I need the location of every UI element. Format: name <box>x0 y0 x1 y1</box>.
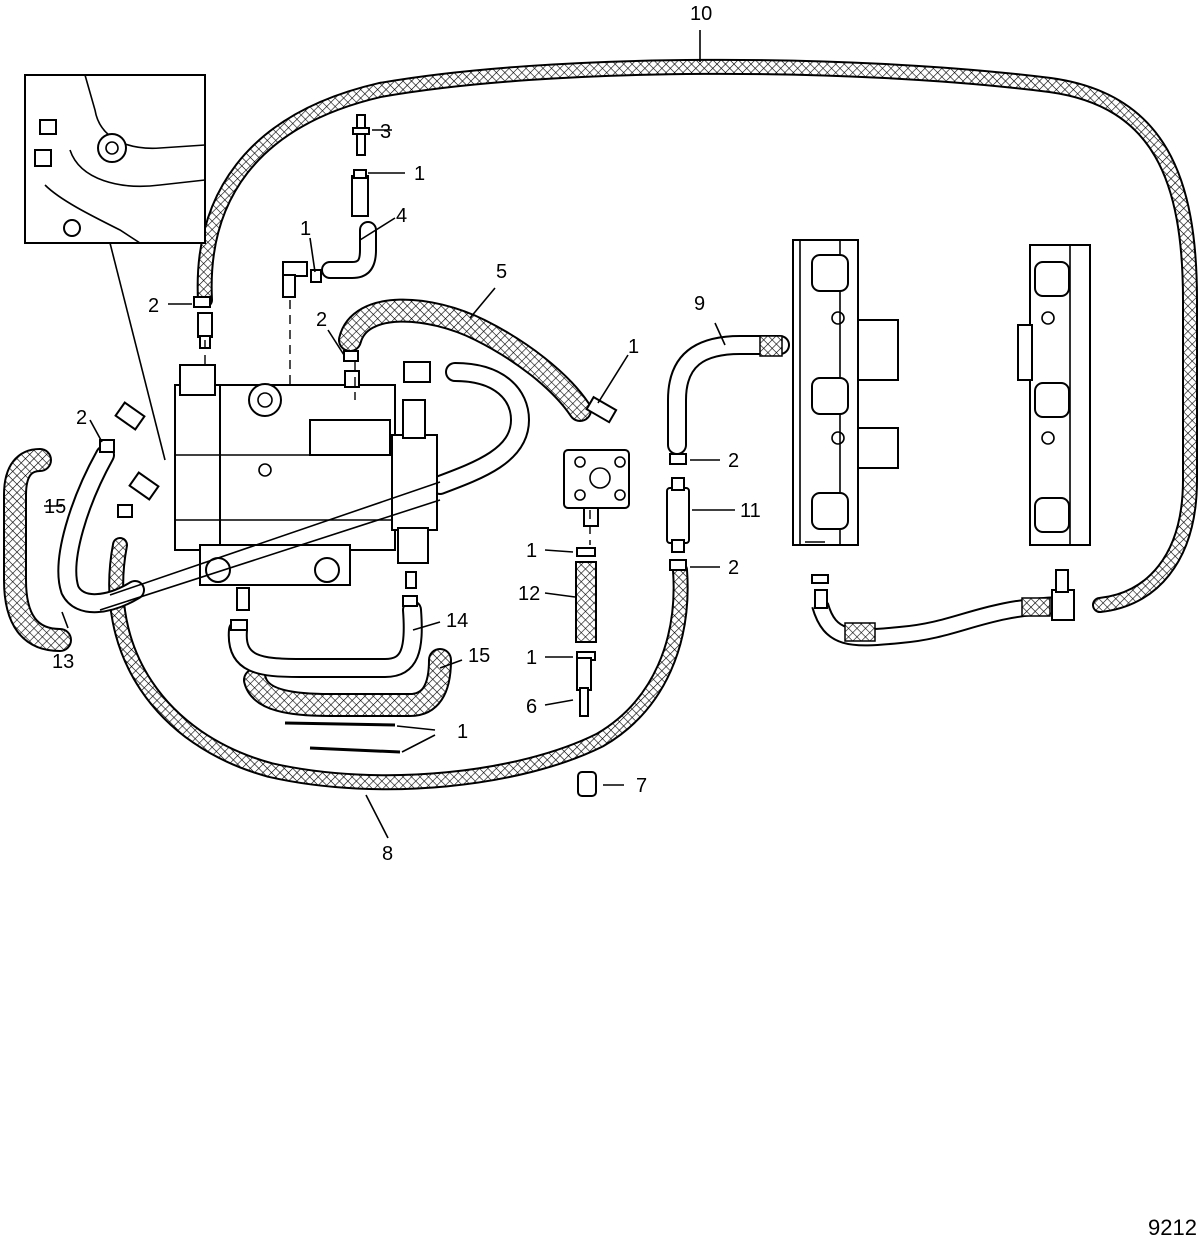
callouts: 10 3 1 4 1 5 2 2 9 1 2 2 15 11 1 2 12 14… <box>44 3 761 865</box>
cable-ties <box>284 721 401 754</box>
callout-1-d: 1 <box>526 540 537 562</box>
callout-1-b: 1 <box>300 218 311 240</box>
callout-1-c: 1 <box>628 336 639 358</box>
hose-10 <box>196 58 1198 613</box>
hose-13 <box>57 445 145 614</box>
hose-15-bottom <box>243 648 452 717</box>
fitting-3 <box>352 114 370 156</box>
fuel-pump <box>563 395 630 527</box>
fuel-rail-left <box>792 239 899 609</box>
callout-15-a: 15 <box>44 496 66 518</box>
hose-14 <box>227 600 423 678</box>
callout-12: 12 <box>518 583 540 605</box>
callout-2-a: 2 <box>148 295 159 317</box>
hose-5 <box>338 298 592 422</box>
callout-2-b: 2 <box>316 309 327 331</box>
hose-4 <box>321 175 377 279</box>
callout-2-c: 2 <box>76 407 87 429</box>
callout-11: 11 <box>740 500 761 522</box>
inset-view <box>24 74 206 461</box>
callout-6: 6 <box>526 696 537 718</box>
callout-8: 8 <box>382 843 393 865</box>
hose-12 <box>575 561 597 643</box>
dashed-leaders <box>204 300 591 545</box>
callout-3: 3 <box>380 121 391 143</box>
callout-13: 13 <box>52 651 74 673</box>
fuel-filter <box>666 477 690 553</box>
callout-2-d: 2 <box>728 450 739 472</box>
callout-15-b: 15 <box>468 645 490 667</box>
elbow-fitting <box>282 261 308 298</box>
figure-number: 9212 <box>1148 1215 1197 1240</box>
callout-1-e: 1 <box>526 647 537 669</box>
fuel-rail-right <box>1017 244 1091 546</box>
callout-4: 4 <box>396 205 407 227</box>
clamps <box>99 169 687 797</box>
callout-2-e: 2 <box>728 557 739 579</box>
callout-14: 14 <box>446 610 468 632</box>
callout-1-f: 1 <box>457 721 468 743</box>
callout-5: 5 <box>496 261 507 283</box>
vapor-separator-tank <box>99 364 441 611</box>
hose-15-left <box>3 448 72 652</box>
callout-9: 9 <box>694 293 705 315</box>
hose-9 <box>667 335 790 455</box>
rail-supply-hose <box>811 569 1075 647</box>
callout-7: 7 <box>636 775 647 797</box>
callout-1-a: 1 <box>414 163 425 185</box>
hose-8 <box>108 537 689 791</box>
vent-hose <box>430 362 531 495</box>
callout-10: 10 <box>690 3 712 25</box>
leader-lines <box>44 30 735 839</box>
